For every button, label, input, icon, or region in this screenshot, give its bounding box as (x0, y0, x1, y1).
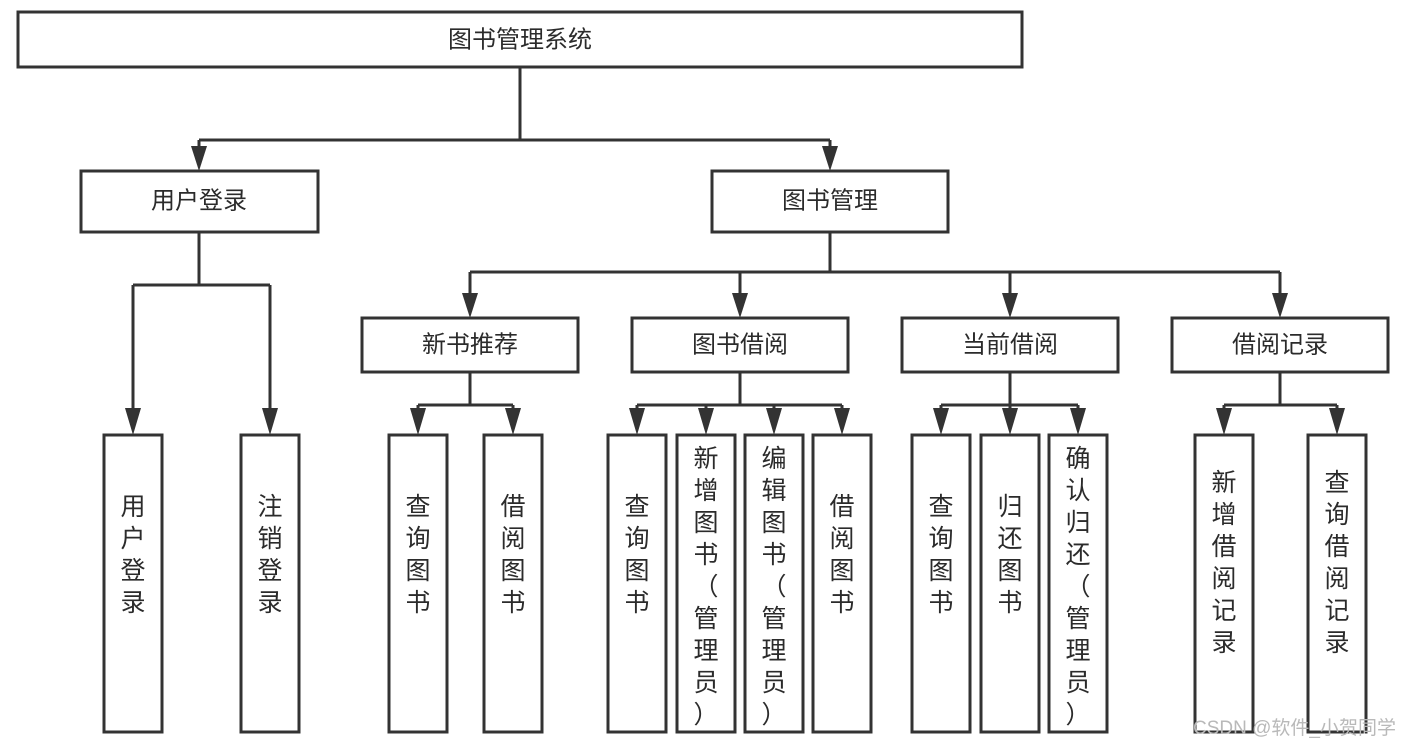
node-leaf-query-book-3-label: 查询图书 (928, 493, 953, 617)
arrow-head-leaf-query-book-1 (410, 408, 426, 435)
arrow-head-leaf-borrow-book-2 (834, 408, 850, 435)
node-leaf-borrow-book-2-box[interactable] (811, 433, 873, 734)
node-leaf-query-book-3-box[interactable] (910, 433, 972, 734)
node-book-borrow-label: 图书借阅 (692, 331, 788, 358)
arrow-head-book-borrow (732, 293, 748, 318)
node-root-box[interactable] (16, 10, 1024, 69)
node-leaf-add-record-box[interactable] (1193, 433, 1255, 734)
node-leaf-user-login[interactable]: 用户登录 (102, 433, 164, 734)
arrow-head-leaf-edit-book (766, 408, 782, 435)
node-leaf-logout-login[interactable]: 注销登录 (239, 433, 301, 734)
node-book-management-box[interactable] (710, 169, 950, 234)
node-leaf-add-record[interactable]: 新增借阅记录 (1193, 433, 1255, 734)
node-user-login[interactable]: 用户登录 (79, 169, 320, 234)
node-new-book-recommend-label: 新书推荐 (422, 331, 518, 358)
node-book-management[interactable]: 图书管理 (710, 169, 950, 234)
node-leaf-query-book-1[interactable]: 查询图书 (387, 433, 449, 734)
node-leaf-query-record-label: 查询借阅记录 (1324, 469, 1349, 657)
node-book-management-label: 图书管理 (782, 187, 878, 214)
node-leaf-query-book-2-box[interactable] (606, 433, 668, 734)
arrow-head-leaf-borrow-book-1 (505, 408, 521, 435)
node-leaf-confirm-return-box[interactable] (1047, 433, 1109, 734)
node-leaf-query-book-1-box[interactable] (387, 433, 449, 734)
node-leaf-confirm-return[interactable]: 确认归还（管理员） (1047, 433, 1109, 734)
arrow-head-leaf-query-book-2 (629, 408, 645, 435)
arrow-head-leaf-user-login (125, 408, 141, 435)
arrow-head-leaf-add-book (698, 408, 714, 435)
leaf-nodes-layer: 用户登录 注销登录 查询图书 借阅图书 查询图书 新增图书（管理员） 编辑图书（… (102, 433, 1368, 734)
node-borrow-record-label: 借阅记录 (1232, 331, 1328, 358)
arrow-head-new-book-recommend (462, 293, 478, 318)
node-leaf-query-book-3[interactable]: 查询图书 (910, 433, 972, 734)
node-current-borrow-box[interactable] (900, 316, 1120, 374)
node-leaf-borrow-book-2[interactable]: 借阅图书 (811, 433, 873, 734)
node-leaf-return-book[interactable]: 归还图书 (979, 433, 1041, 734)
node-leaf-borrow-book-1[interactable]: 借阅图书 (482, 433, 544, 734)
arrow-head-leaf-query-book-3 (933, 408, 949, 435)
node-leaf-edit-book[interactable]: 编辑图书（管理员） (743, 433, 805, 734)
node-leaf-logout-login-label: 注销登录 (257, 493, 282, 617)
node-leaf-add-book-label: 新增图书（管理员） (693, 445, 718, 729)
node-current-borrow-label: 当前借阅 (962, 331, 1058, 358)
csdn-watermark: CSDN @软件_小贺同学 (1193, 717, 1396, 739)
node-leaf-add-book-box[interactable] (675, 433, 737, 734)
arrow-head-borrow-record (1272, 293, 1288, 318)
node-leaf-user-login-label: 用户登录 (120, 493, 145, 617)
node-book-borrow[interactable]: 图书借阅 (630, 316, 850, 374)
node-leaf-return-book-box[interactable] (979, 433, 1041, 734)
node-leaf-query-book-2-label: 查询图书 (624, 493, 649, 617)
node-leaf-query-record[interactable]: 查询借阅记录 (1306, 433, 1368, 734)
arrow-head-leaf-logout-login (262, 408, 278, 435)
node-leaf-add-book[interactable]: 新增图书（管理员） (675, 433, 737, 734)
node-leaf-edit-book-label: 编辑图书（管理员） (761, 445, 786, 729)
node-leaf-return-book-label: 归还图书 (997, 493, 1022, 617)
node-new-book-recommend-box[interactable] (360, 316, 580, 374)
arrow-head-current-borrow (1002, 293, 1018, 318)
node-leaf-borrow-book-2-label: 借阅图书 (829, 493, 854, 617)
node-leaf-add-record-label: 新增借阅记录 (1211, 469, 1236, 657)
connector-layer (125, 67, 1345, 435)
node-root-label: 图书管理系统 (448, 26, 592, 53)
node-leaf-query-book-2[interactable]: 查询图书 (606, 433, 668, 734)
node-leaf-borrow-book-1-label: 借阅图书 (500, 493, 525, 617)
node-book-borrow-box[interactable] (630, 316, 850, 374)
node-user-login-label: 用户登录 (151, 187, 247, 214)
arrow-head-leaf-return-book (1002, 408, 1018, 435)
node-leaf-edit-book-box[interactable] (743, 433, 805, 734)
arrow-head-leaf-query-record (1329, 408, 1345, 435)
node-leaf-logout-login-box[interactable] (239, 433, 301, 734)
node-user-login-box[interactable] (79, 169, 320, 234)
arrow-head-leaf-add-record (1216, 408, 1232, 435)
node-new-book-recommend[interactable]: 新书推荐 (360, 316, 580, 374)
node-borrow-record-box[interactable] (1170, 316, 1390, 374)
arrow-head-user-login (191, 146, 207, 171)
node-leaf-confirm-return-label: 确认归还（管理员） (1065, 445, 1090, 729)
arrow-head-leaf-confirm-return (1070, 408, 1086, 435)
arrow-head-book-management (822, 146, 838, 171)
node-leaf-query-book-1-label: 查询图书 (405, 493, 430, 617)
node-leaf-borrow-book-1-box[interactable] (482, 433, 544, 734)
node-leaf-query-record-box[interactable] (1306, 433, 1368, 734)
node-borrow-record[interactable]: 借阅记录 (1170, 316, 1390, 374)
node-leaf-user-login-box[interactable] (102, 433, 164, 734)
node-root[interactable]: 图书管理系统 (16, 10, 1024, 69)
node-current-borrow[interactable]: 当前借阅 (900, 316, 1120, 374)
